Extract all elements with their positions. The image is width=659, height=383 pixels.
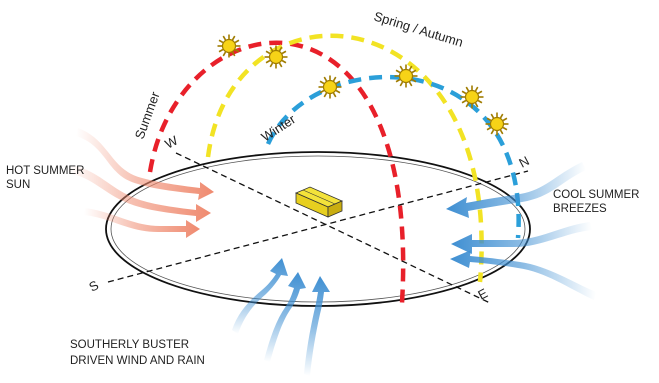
cool-breeze-label-line2: BREEZES xyxy=(553,203,607,215)
sun-icon xyxy=(485,112,509,136)
sun-path-arcs xyxy=(147,33,521,304)
wind-arrow-icon xyxy=(446,162,586,218)
cool-breeze-arrows xyxy=(446,162,596,300)
heat-arrow-icon xyxy=(76,128,214,200)
compass-south: S xyxy=(86,277,101,294)
wind-arrow-icon xyxy=(264,272,306,362)
spring-autumn-path xyxy=(205,33,484,283)
hot-sun-arrows xyxy=(68,128,214,238)
southerly-wind-arrows xyxy=(232,258,330,376)
wind-arrow-icon xyxy=(451,222,592,254)
sun-icon xyxy=(394,64,418,88)
wind-arrow-icon xyxy=(450,250,596,300)
compass-east: E xyxy=(475,285,490,302)
winter-label: Winter xyxy=(258,111,298,144)
summer-path xyxy=(147,40,406,304)
compass-north: N xyxy=(516,153,531,171)
heat-arrow-icon xyxy=(84,208,200,238)
wind-arrow-icon xyxy=(232,258,288,334)
sun-icon xyxy=(318,75,342,99)
hot-sun-label-line2: SUN xyxy=(6,179,30,191)
suns xyxy=(217,34,509,136)
west-east-axis xyxy=(175,152,491,304)
compass-axes xyxy=(107,152,529,304)
southerly-label-line1: SOUTHERLY BUSTER xyxy=(70,339,189,351)
southerly-label-line2: DRIVEN WIND AND RAIN xyxy=(70,355,205,367)
spring-autumn-label: Spring / Autumn xyxy=(372,9,465,50)
cool-breeze-label-line1: COOL SUMMER xyxy=(553,189,639,201)
compass-west: W xyxy=(162,132,181,151)
sun-icon xyxy=(264,45,288,69)
sun-icon xyxy=(217,34,241,58)
heat-arrow-icon xyxy=(68,165,211,222)
wind-arrow-icon xyxy=(304,276,330,376)
house-icon xyxy=(294,186,344,218)
winter-path xyxy=(265,74,521,239)
south-north-axis xyxy=(107,170,529,283)
sun-icon xyxy=(460,85,484,109)
summer-label: Summer xyxy=(132,89,163,141)
hot-sun-label-line1: HOT SUMMER xyxy=(6,165,84,177)
